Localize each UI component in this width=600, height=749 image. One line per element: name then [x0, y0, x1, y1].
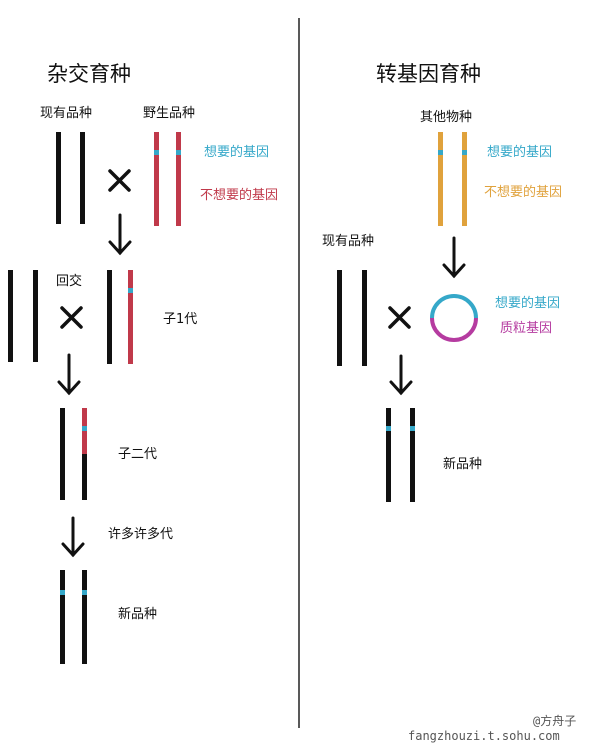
wanted-gene-label: 想要的基因 — [204, 145, 270, 160]
many-generations-label: 许多许多代 — [108, 527, 174, 542]
arrow-down-icon-4 — [442, 236, 466, 279]
f1-label: 子1代 — [163, 312, 198, 327]
wild-variety-chromosomes — [154, 132, 181, 226]
right-existing-chromosomes — [337, 270, 367, 366]
plasmid-wanted-gene-label: 想要的基因 — [495, 296, 561, 311]
right-new-variety-label: 新品种 — [443, 457, 483, 472]
plasmid-ring — [430, 294, 478, 342]
left-title: 杂交育种 — [47, 62, 131, 86]
watermark-url: fangzhouzi.t.sohu.com — [408, 729, 560, 743]
right-existing-variety-label: 现有品种 — [322, 234, 375, 249]
right-title: 转基因育种 — [376, 62, 481, 86]
right-wanted-gene-label: 想要的基因 — [487, 145, 553, 160]
other-species-label: 其他物种 — [420, 110, 473, 125]
other-species-chromosomes — [438, 132, 467, 226]
f2-chromosomes — [60, 408, 87, 500]
cross-icon-3 — [388, 306, 411, 329]
arrow-down-icon-1 — [108, 213, 132, 256]
watermark-handle: @方舟子 — [533, 714, 577, 728]
unwanted-gene-label: 不想要的基因 — [200, 188, 279, 203]
arrow-down-icon-5 — [389, 354, 413, 396]
cross-icon-2 — [60, 306, 83, 329]
f2-label: 子二代 — [118, 447, 158, 462]
arrow-down-icon-3 — [61, 516, 85, 558]
transgenic-new-variety-chromosomes — [386, 408, 415, 502]
new-variety-chromosomes — [60, 570, 87, 664]
cross-icon-1 — [108, 169, 131, 192]
arrow-down-icon-2 — [57, 353, 81, 396]
right-unwanted-gene-label: 不想要的基因 — [484, 185, 563, 200]
plasmid-gene-label: 质粒基因 — [500, 321, 553, 336]
f1-chromosomes — [107, 270, 133, 364]
new-variety-label: 新品种 — [118, 607, 158, 622]
backcross-existing-chromosomes — [8, 270, 38, 362]
backcross-label: 回交 — [56, 274, 83, 289]
existing-variety-chromosomes — [56, 132, 85, 224]
existing-variety-label: 现有品种 — [40, 106, 93, 121]
wild-variety-label: 野生品种 — [143, 106, 196, 121]
